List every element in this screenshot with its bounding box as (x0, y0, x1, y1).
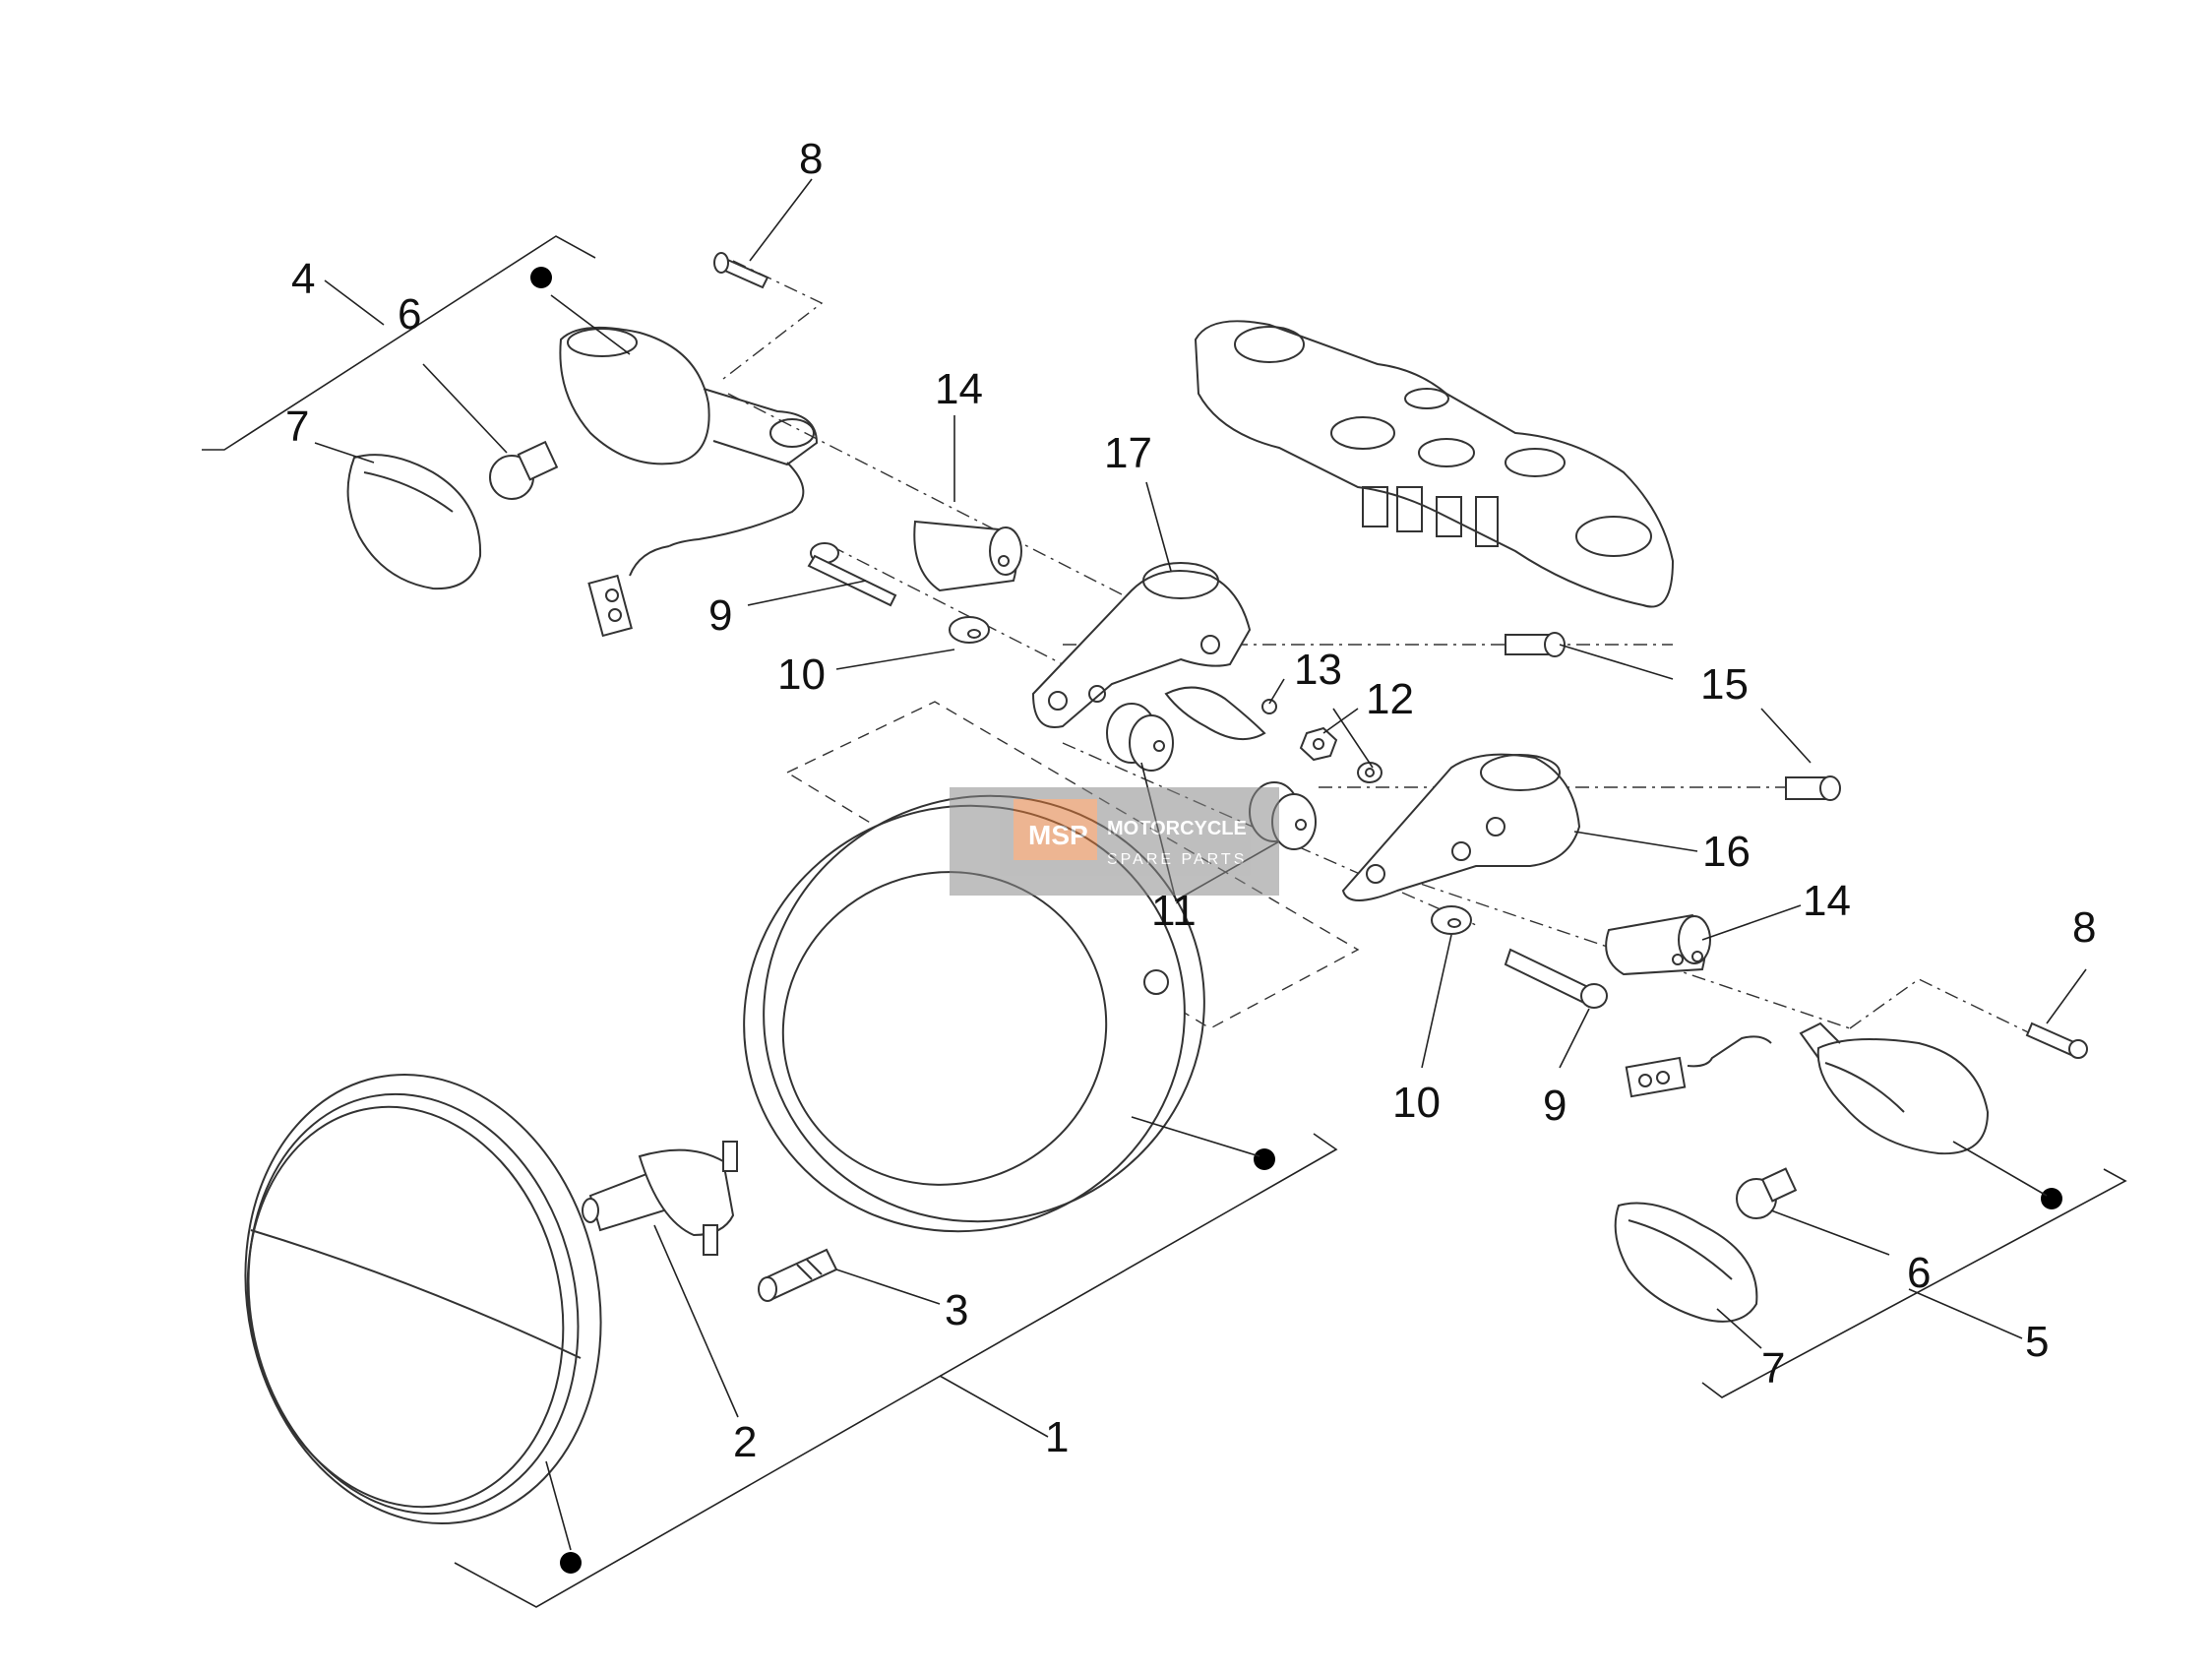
callout-14-right: 14 (1803, 877, 1851, 925)
callout-2: 2 (733, 1418, 757, 1466)
triple-clamp (1194, 320, 1675, 608)
callout-7-left: 7 (285, 403, 309, 451)
headlight-housing (743, 794, 1205, 1233)
callout-3: 3 (945, 1286, 968, 1334)
bushing-14-left (913, 520, 1022, 592)
bolt-15-top (1505, 632, 1566, 657)
bushing-14-right (1605, 913, 1711, 976)
callout-8-right: 8 (2072, 903, 2096, 952)
parking-bulb (758, 1248, 838, 1302)
bracket-17 (1031, 562, 1252, 729)
group-bracket-1 (454, 1133, 1338, 1608)
callout-labels: 8 4 6 7 14 17 9 10 13 12 15 16 11 14 8 1… (285, 135, 2096, 1466)
callout-9-left: 9 (708, 591, 732, 640)
ref-dot (2041, 1188, 2062, 1209)
callout-10-left: 10 (777, 650, 826, 699)
callout-6-right: 6 (1907, 1249, 1931, 1297)
callout-15: 15 (1700, 660, 1749, 709)
right-indicator-bulb (1736, 1167, 1798, 1219)
group-bracket-5 (1701, 1168, 2127, 1398)
bracket-16 (1341, 753, 1581, 901)
reference-dots (530, 267, 2062, 1574)
watermark-logo: MSP (1028, 820, 1088, 850)
ref-dot (530, 267, 552, 288)
bolt-9-right (1504, 948, 1608, 1009)
left-indicator-lens (346, 454, 482, 590)
callout-8-top: 8 (799, 135, 823, 183)
right-screw-8 (2025, 1022, 2088, 1059)
washer-10-left (949, 616, 990, 644)
callout-17: 17 (1104, 429, 1152, 477)
group-bracket-4 (202, 235, 596, 451)
callout-9-right: 9 (1543, 1082, 1567, 1130)
right-indicator-lens (1614, 1202, 1758, 1323)
left-indicator-bulb (489, 440, 559, 500)
bolt-15-bottom (1785, 775, 1841, 801)
headlight-front (244, 1074, 602, 1524)
cable-clip-13 (1164, 686, 1277, 741)
callout-4: 4 (291, 255, 315, 303)
left-indicator (559, 326, 819, 638)
callout-6-left: 6 (398, 290, 421, 339)
watermark-line1: MOTORCYCLE (1107, 818, 1247, 839)
ref-dot (1254, 1148, 1275, 1170)
main-bulb (582, 1141, 738, 1256)
washer-10-right (1431, 905, 1472, 935)
grommet-11a (1106, 703, 1174, 772)
nut-12a (1299, 726, 1338, 762)
left-screw-8 (713, 252, 769, 289)
callout-11: 11 (1151, 887, 1197, 935)
callout-14-left: 14 (935, 365, 983, 413)
right-indicator (1625, 1022, 1990, 1155)
watermark-logo-badge (1014, 799, 1097, 860)
callout-16: 16 (1702, 828, 1751, 876)
watermark: MSP MOTORCYCLE SPARE PARTS (950, 787, 1279, 896)
callout-12: 12 (1366, 675, 1414, 723)
callout-1: 1 (1045, 1413, 1069, 1461)
watermark-line2: SPARE PARTS (1107, 851, 1247, 868)
bolt-9-left (807, 542, 897, 607)
callout-13: 13 (1294, 646, 1342, 694)
callout-10-right: 10 (1392, 1079, 1441, 1127)
ref-dot (560, 1552, 582, 1574)
callout-7-right: 7 (1761, 1344, 1785, 1393)
callout-5: 5 (2025, 1318, 2049, 1366)
nut-12b (1357, 762, 1382, 783)
